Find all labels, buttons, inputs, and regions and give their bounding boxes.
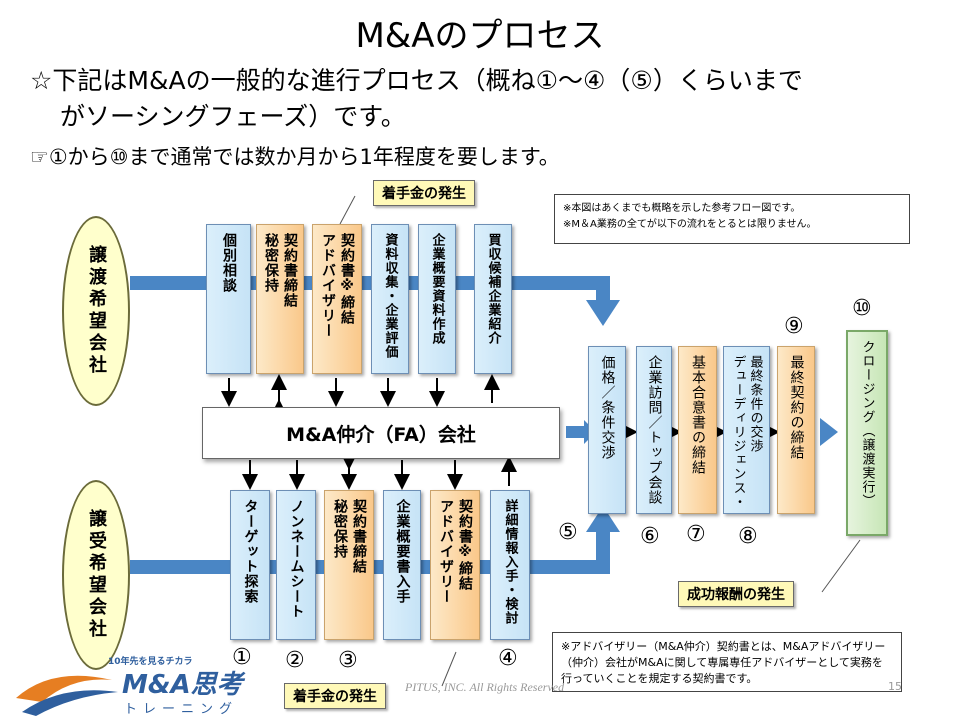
seller-company-oval: 譲渡希望会社 xyxy=(62,216,130,406)
page-number: 15 xyxy=(888,680,902,693)
buyer-company-oval: 譲受希望会社 xyxy=(62,480,130,670)
step-detailed-info: 詳細情報入手・検討 xyxy=(490,490,530,640)
advisory-contract-note: ※アドバイザリー（M&A仲介）契約書とは、M&Aアドバイザリー（仲介）会社がM&… xyxy=(552,632,902,692)
step-label: ターゲット探索 xyxy=(242,499,259,604)
step-label-2: 契約書※締結 xyxy=(339,233,355,325)
step-label-2: 最終条件の交渉 xyxy=(747,355,763,453)
step-label: 買収候補企業紹介 xyxy=(485,233,501,345)
step-label: 企業概要資料作成 xyxy=(429,233,445,345)
step-number-7: ⑦ xyxy=(686,522,706,547)
step-label: 秘密保持 xyxy=(263,233,279,293)
step-final-contract: 最終契約の締結 xyxy=(777,346,815,514)
bullet-line-3: ☞①から⑩まで通常では数か月から1年程度を要します。 xyxy=(30,145,560,169)
step-candidate-intro: 買収候補企業紹介 xyxy=(474,224,512,374)
copyright-text: PITUS, INC. All Rights Reserved xyxy=(405,680,565,694)
fa-company-box: M&A仲介（FA）会社 xyxy=(202,407,560,459)
upfront-fee-tag-bottom: 着手金の発生 xyxy=(284,683,386,709)
step-label: 企業概要書入手 xyxy=(394,499,411,604)
logo-subtitle: トレーニング xyxy=(124,702,239,717)
step-label: アドバイザリー xyxy=(438,499,454,604)
bullet-line-2: がソーシングフェーズ）です。 xyxy=(60,102,406,131)
step-due-diligence: デューディリジェンス・ 最終条件の交渉 xyxy=(723,346,770,514)
step-nonname-sheet: ノンネームシート xyxy=(276,490,316,640)
success-fee-tag: 成功報酬の発生 xyxy=(678,581,794,607)
step-company-overview: 企業概要資料作成 xyxy=(418,224,456,374)
step-advisory-contract-upper: アドバイザリー 契約書※締結 xyxy=(312,224,362,374)
step-number-10: ⑩ xyxy=(852,296,872,321)
step-overview-acquire: 企業概要書入手 xyxy=(383,490,421,640)
page-title: M&Aのプロセス xyxy=(355,16,605,56)
disclaimer-line-2: ※M＆A業務の全てが以下の流れをとるとは限りません。 xyxy=(563,219,817,230)
step-advisory-contract-lower: アドバイザリー 契約書※締結 xyxy=(430,490,480,640)
upfront-fee-tag-top: 着手金の発生 xyxy=(373,180,475,206)
step-loi: 基本合意書の締結 xyxy=(678,346,717,514)
buyer-company-label: 譲受希望会社 xyxy=(86,509,107,641)
step-label: デューディリジェンス・ xyxy=(730,355,746,509)
step-label: 最終契約の締結 xyxy=(788,355,805,460)
step-label-2: 契約書※締結 xyxy=(457,499,473,591)
step-closing: クロージング（譲渡実行） xyxy=(846,330,888,536)
step-label-2: 契約書締結 xyxy=(351,499,367,574)
bullet-line-1: ☆下記はM&Aの一般的な進行プロセス（概ね①～④（⑤）くらいまで xyxy=(30,66,803,95)
step-number-1: ① xyxy=(232,645,252,670)
step-label: 企業訪問／トップ会談 xyxy=(646,355,663,505)
step-label: 秘密保持 xyxy=(332,499,348,559)
step-nda-upper: 秘密保持 契約書締結 xyxy=(256,224,304,374)
logo-tagline: 10年先を見るチカラ xyxy=(108,657,193,667)
step-individual-consultation: 個別相談 xyxy=(206,224,251,374)
step-label-2: 契約書締結 xyxy=(282,233,298,308)
step-number-3: ③ xyxy=(338,648,358,673)
step-number-8: ⑧ xyxy=(738,524,758,549)
step-company-visit: 企業訪問／トップ会談 xyxy=(636,346,672,514)
step-target-search: ターゲット探索 xyxy=(230,490,270,640)
logo-name: M&A思考 xyxy=(122,670,243,700)
step-label: アドバイザリー xyxy=(320,233,336,338)
step-number-5: ⑤ xyxy=(558,520,578,545)
logo-swoosh-icon xyxy=(16,675,118,716)
step-price-negotiation: 価格／条件交渉 xyxy=(588,346,626,514)
step-label: 価格／条件交渉 xyxy=(599,355,616,460)
step-label: ノンネームシート xyxy=(288,499,305,619)
brand-logo: 10年先を見るチカラ M&A思考 トレーニング xyxy=(12,654,252,717)
step-nda-lower: 秘密保持 契約書締結 xyxy=(324,490,374,640)
step-data-collection: 資料収集・企業評価 xyxy=(371,224,409,374)
step-number-4: ④ xyxy=(498,646,518,671)
seller-company-label: 譲渡希望会社 xyxy=(86,245,107,377)
step-label: 詳細情報入手・検討 xyxy=(502,499,518,625)
step-label: クロージング（譲渡実行） xyxy=(859,340,875,508)
disclaimer-note: ※本図はあくまでも概略を示した参考フロー図です。 ※M＆A業務の全てが以下の流れ… xyxy=(554,194,910,244)
step-label: 資料収集・企業評価 xyxy=(382,233,398,359)
step-label: 基本合意書の締結 xyxy=(690,355,706,475)
disclaimer-line-1: ※本図はあくまでも概略を示した参考フロー図です。 xyxy=(563,203,801,214)
step-label: 個別相談 xyxy=(221,233,237,293)
step-number-2: ② xyxy=(285,648,305,673)
step-number-9: ⑨ xyxy=(784,314,804,339)
step-number-6: ⑥ xyxy=(640,524,660,549)
